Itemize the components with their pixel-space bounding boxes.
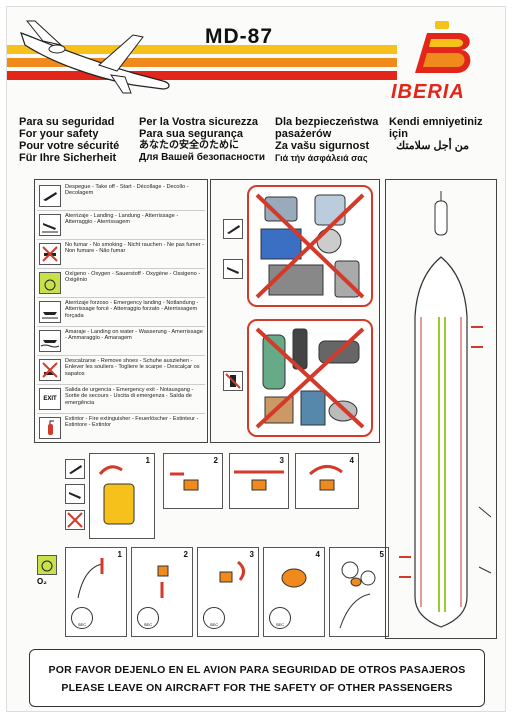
timer-dial-4: SEC	[269, 607, 291, 629]
prohibited-devices-photo-1	[247, 185, 373, 307]
timer-dial-3: SEC	[203, 607, 225, 629]
legend-row-landing: Aterrizaje - Landing - Landung - Atterri…	[37, 211, 205, 240]
emergency-landing-icon	[65, 510, 85, 530]
footer-line-en: PLEASE LEAVE ON AIRCRAFT FOR THE SAFETY …	[61, 682, 453, 694]
legend-row-oxygen: Oxígeno - Oxygen - Sauerstoff - Oxygène …	[37, 269, 205, 298]
safety-title-pl: Dla bezpieczeństwa	[275, 116, 379, 128]
safety-card: MD-87 IBERIA Para su seguridad For your …	[6, 6, 506, 712]
legend-text-takeoff: Despegue - Take off - Start - Décollage …	[65, 184, 189, 197]
prohibited-electronics-illustration-2	[255, 327, 365, 429]
cabin-plan-diagram	[399, 191, 492, 628]
oxygen-icon	[39, 272, 61, 294]
header-stripe-yellow	[7, 45, 397, 54]
safety-title-col3: Dla bezpieczeństwa pasażerów Za vašu sig…	[275, 116, 378, 164]
landing-icon	[39, 214, 61, 236]
brand-wordmark: IBERIA	[391, 81, 465, 103]
landing-icon	[223, 259, 243, 279]
takeoff-icon	[65, 459, 85, 479]
seatbelt-step-1: 1	[89, 453, 155, 539]
cabin-plan-panel	[385, 179, 497, 639]
timer-dial-2: SEC	[137, 607, 159, 629]
safety-title-pt: Para sua segurança	[139, 128, 243, 140]
seatbelt-step-4: 4	[295, 453, 359, 509]
legend-text-remove-shoes: Descalzarse - Remove shoes - Schuhe ausz…	[65, 358, 200, 377]
header-stripe-red	[7, 71, 397, 80]
safety-title-col1: Para su seguridad For your safety Pour v…	[19, 116, 119, 164]
legend-text-exit: Salida de urgencia - Emergency exit - No…	[65, 387, 194, 406]
legend-row-takeoff: Despegue - Take off - Start - Décollage …	[37, 182, 205, 211]
safety-title-ja: あなたの安全のために	[139, 140, 239, 151]
seatbelt-step-2: 2	[163, 453, 223, 509]
takeoff-icon	[39, 185, 61, 207]
header-stripe-orange	[7, 58, 397, 67]
safety-title-col4: Kendi emniyetiniz için من أجل سلامتك	[389, 116, 483, 152]
legend-row-extinguisher: Extintor - Fire extinguisher - Feuerlösc…	[37, 414, 205, 443]
legend-text-ditching: Amaraje - Landing on water - Wasserung -…	[65, 329, 203, 342]
oxygen-step-5: 5	[329, 547, 389, 637]
safety-title-fr: Pour votre sécurité	[19, 140, 120, 152]
legend-row-remove-shoes: Descalzarse - Remove shoes - Schuhe ausz…	[37, 356, 205, 385]
legend-row-ditching: Amaraje - Landing on water - Wasserung -…	[37, 327, 205, 356]
oxygen-icon	[37, 555, 57, 575]
safety-title-el: Γιά τήν άσφάλειά σας	[275, 153, 368, 163]
safety-title-tr: Kendi emniyetiniz	[389, 116, 483, 128]
safety-title-pl-2: pasażerów	[275, 128, 332, 140]
safety-title-it: Per la Vostra sicurezza	[139, 116, 259, 128]
extinguisher-icon	[39, 417, 61, 439]
safety-title-hr: Za vašu sigurnost	[275, 140, 370, 152]
legend-row-no-smoking: No fumar - No smoking - Nicht rauchen - …	[37, 240, 205, 269]
safety-title-de: Für Ihre Sicherheit	[19, 152, 117, 164]
safety-title-es: Para su seguridad	[19, 116, 115, 128]
no-smoking-icon	[39, 243, 61, 265]
footer-notice: POR FAVOR DEJENLO EN EL AVION PARA SEGUR…	[29, 649, 485, 707]
legend-text-oxygen: Oxígeno - Oxygen - Sauerstoff - Oxygène …	[65, 271, 201, 284]
oxygen-label: O₂	[37, 577, 47, 586]
legend-text-extinguisher: Extintor - Fire extinguisher - Feuerlösc…	[65, 416, 199, 429]
legend-row-exit: EXIT Salida de urgencia - Emergency exit…	[37, 385, 205, 414]
prohibited-devices-photo-2	[247, 319, 373, 437]
legend-panel	[34, 179, 208, 443]
legend-row-emergency-landing: Aterrizaje forzoso - Emergency landing -…	[37, 298, 205, 327]
safety-title-en: For your safety	[19, 128, 99, 140]
safety-title-tr-2: için	[389, 128, 408, 140]
safety-title-ru: Для Вашей безопасности	[139, 152, 266, 163]
footer-line-es: POR FAVOR DEJENLO EN EL AVION PARA SEGUR…	[48, 664, 466, 676]
prohibited-electronics-illustration-1	[255, 193, 365, 299]
timer-dial-1: SEC	[71, 607, 93, 629]
remove-shoes-icon	[39, 359, 61, 381]
ditching-icon	[39, 330, 61, 352]
aircraft-model-title: MD-87	[205, 25, 274, 48]
iberia-logo-icon	[415, 21, 471, 73]
oxygen-step-3: 3	[197, 547, 259, 637]
seatbelt-step-3: 3	[229, 453, 289, 509]
electronics-panel	[210, 179, 380, 443]
legend-text-emergency-landing: Aterrizaje forzoso - Emergency landing -…	[65, 300, 199, 319]
landing-icon	[65, 484, 85, 504]
emergency-landing-icon	[39, 301, 61, 323]
legend-text-landing: Aterrizaje - Landing - Landung - Atterri…	[65, 213, 179, 226]
exit-icon: EXIT	[39, 388, 61, 410]
aircraft-illustration	[20, 20, 170, 94]
safety-title-ar: من أجل سلامتك	[396, 140, 469, 152]
safety-title-col2: Per la Vostra sicurezza Para sua seguran…	[139, 116, 265, 164]
legend-text-no-smoking: No fumar - No smoking - Nicht rauchen - …	[65, 242, 204, 255]
takeoff-icon	[223, 219, 243, 239]
no-phone-icon	[223, 371, 243, 391]
